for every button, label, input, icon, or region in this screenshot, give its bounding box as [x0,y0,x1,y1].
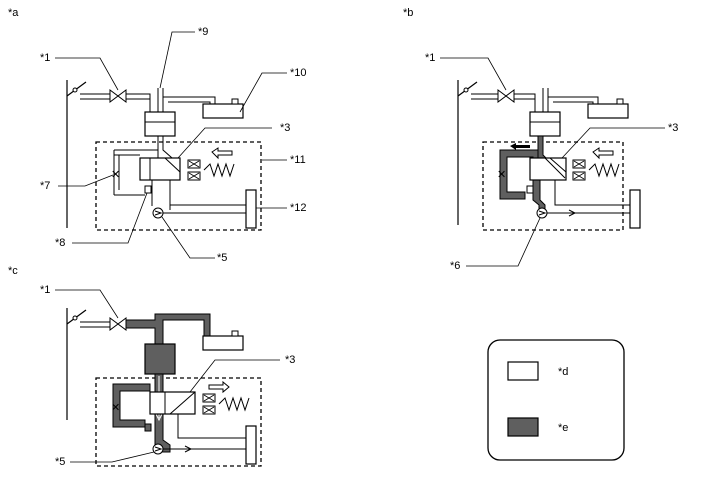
callout-b-3: *3 [668,122,678,134]
panel-c: *c ✕ *1 *3 * [8,265,295,468]
callout-a-12: *12 [290,202,307,214]
reservoir [202,103,244,119]
callout-a-11: *11 [290,154,306,166]
panel-a: *a ✕ [8,7,307,264]
legend-label-e: *e [558,422,568,434]
callout-b-1: *1 [425,52,435,64]
callout-c-1: *1 [40,284,50,296]
callout-a-3: *3 [280,122,290,134]
callout-c-5: *5 [55,456,65,468]
master-cylinder-pressurized [144,343,176,375]
svg-text:✕: ✕ [497,169,506,181]
orifice-mark: ✕ [111,169,120,181]
legend: *d *e [487,339,625,461]
actuator-box [95,141,262,231]
callout-c-3: *3 [285,354,295,366]
callout-a-8: *8 [55,237,65,249]
legend-box [487,339,625,461]
wheel-cylinder [245,189,257,229]
pedal-pivot [72,87,78,93]
callout-a-5: *5 [217,252,227,264]
solenoid-valve [139,157,181,181]
master-cylinder [144,111,176,137]
callout-b-6: *6 [450,260,460,272]
callout-a-7: *7 [40,180,50,192]
panel-b: *b ✕ *1 [403,7,678,272]
callout-a-10: *10 [290,67,307,79]
panel-c-tag: *c [8,265,18,277]
callout-a-9: *9 [198,26,208,38]
check-ball [144,185,152,194]
callout-a-1: *1 [40,52,50,64]
legend-swatch-empty [507,361,539,381]
panel-b-tag: *b [403,7,413,19]
check-valve [109,89,127,103]
panel-a-tag: *a [8,7,19,19]
legend-label-d: *d [558,366,568,378]
legend-swatch-pressure [507,417,539,437]
flow-arrow [211,147,233,160]
svg-text:✕: ✕ [111,402,120,414]
